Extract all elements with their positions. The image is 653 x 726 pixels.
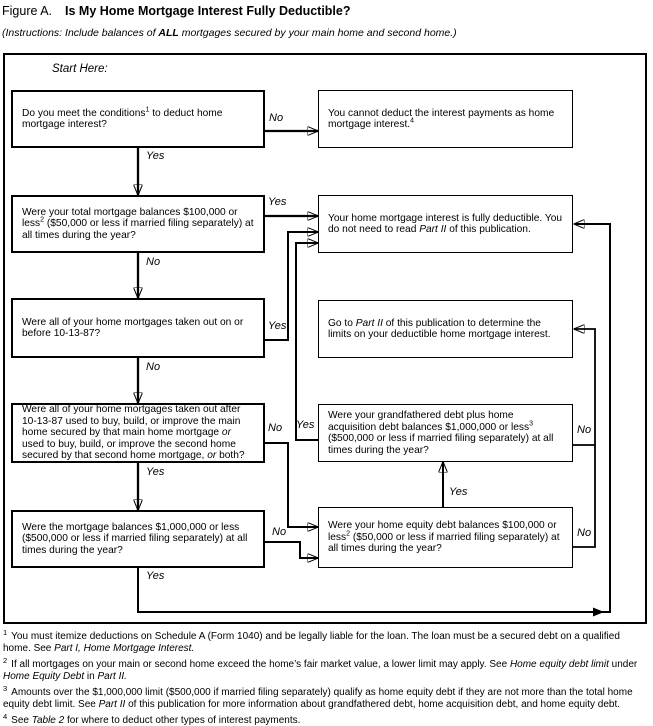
label-million-no: No bbox=[272, 526, 287, 538]
label-grandfathered-yes: Yes bbox=[296, 419, 315, 431]
box-conditions: Do you meet the conditions1 to deduct ho… bbox=[11, 90, 265, 148]
footnote-3-text: Amounts over the $1,000,000 limit ($500,… bbox=[3, 687, 633, 710]
box-after-101387: Were all of your home mortgages taken ou… bbox=[11, 403, 265, 463]
label-after-no: No bbox=[268, 422, 283, 434]
box-grandfathered: Were your grandfathered debt plus home a… bbox=[318, 404, 573, 462]
footnote-3-marker: 3 bbox=[3, 683, 8, 693]
label-conditions-yes: Yes bbox=[146, 150, 165, 162]
box-conditions-text: Do you meet the conditions1 to deduct ho… bbox=[22, 106, 223, 130]
box-total-balances: Were your total mortgage balances $100,0… bbox=[11, 195, 265, 253]
box-go-part2-text: Go to Part II of this publication to det… bbox=[328, 317, 551, 341]
box-home-equity: Were your home equity debt balances $100… bbox=[318, 507, 573, 568]
box-go-part2: Go to Part II of this publication to det… bbox=[318, 300, 573, 358]
footnote-2-marker: 2 bbox=[3, 655, 8, 665]
label-conditions-no: No bbox=[269, 112, 284, 124]
label-after-yes: Yes bbox=[146, 466, 165, 478]
footnote-4-marker: 4 bbox=[3, 711, 8, 721]
footnote-1-text: You must itemize deductions on Schedule … bbox=[3, 631, 620, 654]
label-grandfathered-no: No bbox=[577, 424, 592, 436]
label-home-equity-no: No bbox=[577, 527, 592, 539]
figure-title-text: Is My Home Mortgage Interest Fully Deduc… bbox=[65, 4, 351, 18]
box-home-equity-text: Were your home equity debt balances $100… bbox=[328, 520, 560, 555]
footnote-2-text: If all mortgages on your main or second … bbox=[3, 659, 638, 682]
box-total-balances-text: Were your total mortgage balances $100,0… bbox=[22, 206, 254, 241]
label-total-yes: Yes bbox=[268, 196, 287, 208]
footnote-4-text: See Table 2 for where to deduct other ty… bbox=[11, 715, 301, 726]
instructions-line: (Instructions: Include balances of ALL m… bbox=[2, 27, 457, 39]
box-before-101387-text: Were all of your home mortgages taken ou… bbox=[22, 316, 244, 340]
label-home-equity-yes: Yes bbox=[449, 486, 468, 498]
footnote-1-marker: 1 bbox=[3, 627, 8, 637]
label-before-no: No bbox=[146, 361, 161, 373]
box-million-balances-text: Were the mortgage balances $1,000,000 or… bbox=[22, 521, 248, 556]
figure-label: Figure A. bbox=[2, 4, 53, 18]
box-grandfathered-text: Were your grandfathered debt plus home a… bbox=[328, 410, 554, 456]
box-after-101387-text: Were all of your home mortgages taken ou… bbox=[22, 404, 245, 462]
box-cannot-deduct-text: You cannot deduct the interest payments … bbox=[328, 107, 555, 131]
box-cannot-deduct: You cannot deduct the interest payments … bbox=[318, 90, 573, 148]
box-before-101387: Were all of your home mortgages taken ou… bbox=[11, 298, 265, 358]
page-title: Figure A. Is My Home Mortgage Interest Fu… bbox=[2, 4, 351, 18]
box-fully-deductible: Your home mortgage interest is fully ded… bbox=[318, 195, 573, 253]
label-total-no: No bbox=[146, 256, 161, 268]
box-fully-deductible-text: Your home mortgage interest is fully ded… bbox=[328, 212, 563, 236]
label-million-yes: Yes bbox=[146, 570, 165, 582]
label-before-yes: Yes bbox=[268, 320, 287, 332]
box-million-balances: Were the mortgage balances $1,000,000 or… bbox=[11, 510, 265, 568]
start-here-label: Start Here: bbox=[52, 63, 108, 75]
